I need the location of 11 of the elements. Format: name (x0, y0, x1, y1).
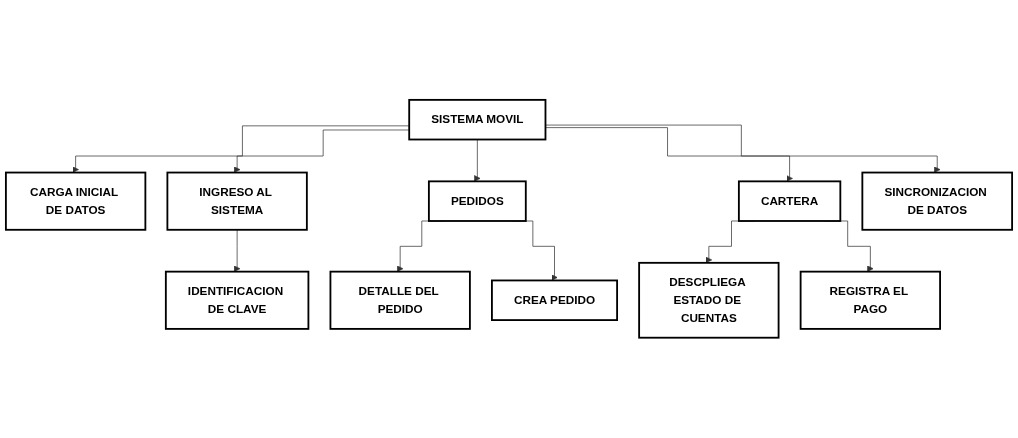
node-box: DESCPLIEGA ESTADO DE CUENTAS (638, 262, 780, 339)
node-box: REGISTRA EL PAGO (799, 270, 941, 331)
node-box: SISTEMA MOVIL (408, 99, 547, 141)
node-box: CARTERA (737, 180, 842, 223)
node-box: PEDIDOS (427, 180, 527, 223)
node-box: INGRESO AL SISTEMA (166, 171, 308, 231)
node-box: CREA PEDIDO (491, 279, 618, 322)
node-box: IDENTIFICACION DE CLAVE (164, 270, 310, 331)
node-box: SINCRONIZACION DE DATOS (861, 171, 1013, 231)
node-box: CARGA INICIAL DE DATOS (5, 171, 147, 231)
node-box: DETALLE DEL PEDIDO (329, 270, 471, 331)
